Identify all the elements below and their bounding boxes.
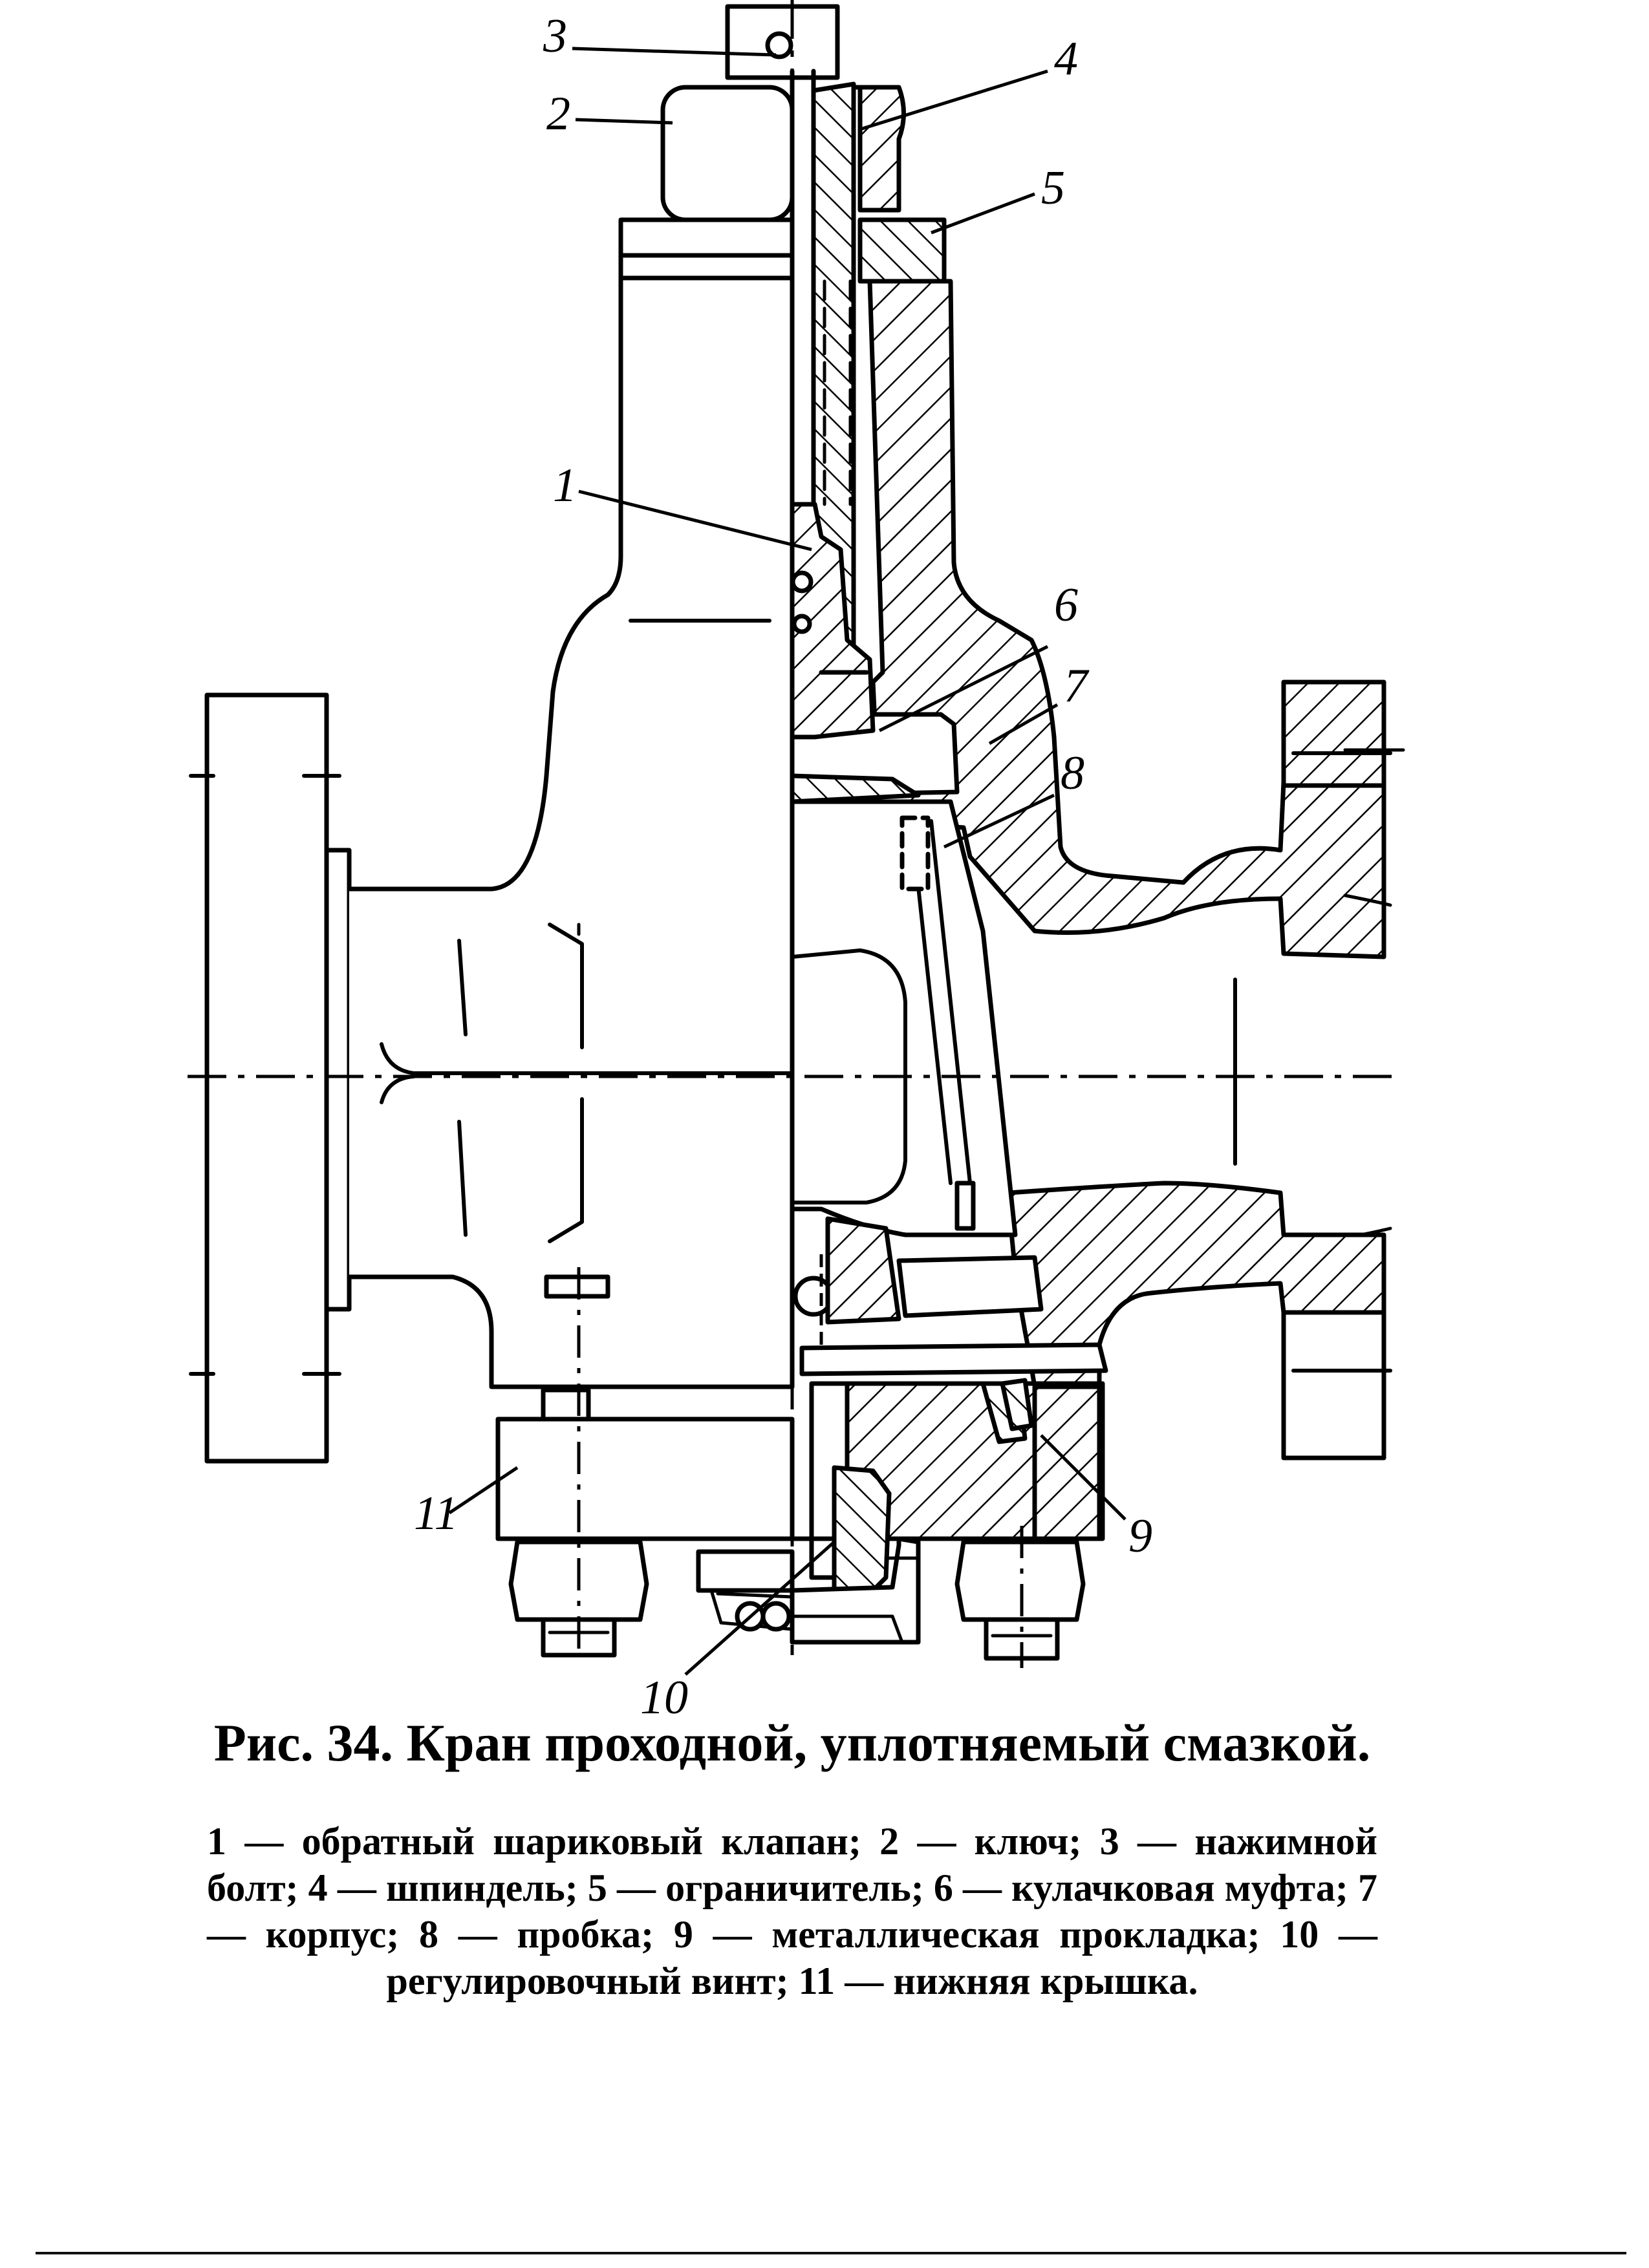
right-flange-top: [1281, 679, 1386, 788]
bottom-cover-left: [495, 1417, 795, 1541]
limiter-5: [857, 217, 947, 284]
callout-9: 9: [1128, 1510, 1152, 1563]
nut-right: [954, 1539, 1086, 1622]
callout-8: 8: [1061, 747, 1084, 800]
check-valve-1: [790, 502, 876, 740]
callout-5: 5: [1041, 162, 1065, 215]
figure-legend: 1 — обратный шариковый клапан; 2 — ключ;…: [207, 1819, 1377, 2002]
figure-title: Рис. 34. Кран проходной, уплотняемый сма…: [213, 1713, 1371, 1772]
callout-11: 11: [414, 1487, 458, 1540]
body-lower-right-section: [1006, 1181, 1386, 1389]
bottom-rule: [36, 2252, 1626, 2254]
callout-6: 6: [1054, 579, 1078, 632]
callout-2: 2: [546, 87, 570, 140]
right-flange-bottom: [1281, 1310, 1386, 1460]
body-left-half-outline: [347, 217, 795, 1389]
valve-cross-section-drawing: 3 2 4 5 1 6 7 8 9 10 11: [188, 0, 1405, 1724]
callout-7: 7: [1064, 659, 1090, 712]
callout-10: 10: [640, 1671, 688, 1724]
bonnet-ring: [618, 253, 795, 281]
bonnet-section: [867, 279, 1386, 959]
callout-1: 1: [553, 459, 577, 512]
stem-nut: [851, 85, 906, 213]
callout-4: 4: [1054, 32, 1078, 85]
key-2: [660, 85, 795, 222]
left-flange-neck: [324, 848, 352, 1312]
figure-caption: Рис. 34. Кран проходной, уплотняемый сма…: [207, 1713, 1377, 2004]
callout-3: 3: [543, 10, 567, 63]
metal-gasket-9: [1000, 1378, 1034, 1431]
